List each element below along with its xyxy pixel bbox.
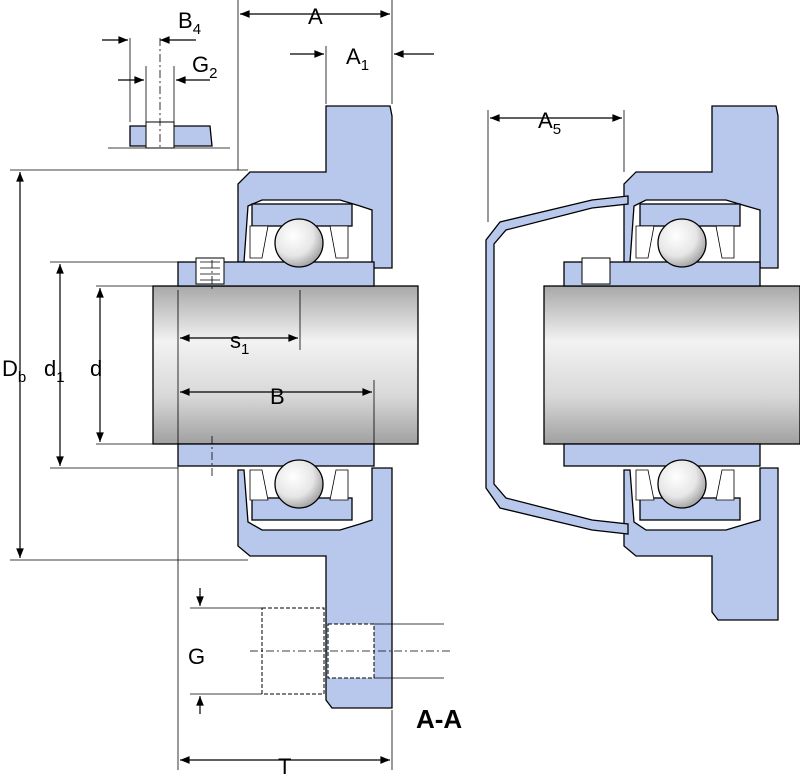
- label-d: d: [90, 356, 102, 381]
- label-g2: G2: [192, 52, 217, 82]
- end-cover: [485, 195, 629, 535]
- label-t: T: [278, 754, 291, 779]
- housing-upper-left: [237, 105, 393, 269]
- label-a5: A5: [538, 108, 561, 138]
- ball-lower-right: [657, 459, 707, 509]
- label-b4: B4: [178, 8, 201, 38]
- flange-bolt: [250, 607, 450, 695]
- set-screw-right: [581, 257, 611, 285]
- inner-ring-lower-left: [177, 443, 375, 467]
- label-g: G: [188, 644, 205, 669]
- label-b: B: [270, 384, 285, 409]
- label-db: Db: [2, 356, 26, 386]
- section-title: A-A: [416, 704, 462, 734]
- ball-lower-left: [274, 459, 324, 509]
- ball-upper-right: [657, 218, 707, 268]
- label-a: A: [308, 4, 323, 29]
- extension-lines-right: [487, 110, 625, 222]
- label-d1: d1: [44, 356, 65, 386]
- seals-right: [635, 225, 735, 501]
- inner-ring-lower-right: [563, 443, 761, 467]
- label-a1: A1: [346, 44, 369, 74]
- shaft-left: [152, 285, 419, 445]
- housing-upper-right: [623, 105, 779, 269]
- shaft-right: [543, 285, 800, 445]
- ball-upper-left: [274, 218, 324, 268]
- seals-left: [249, 225, 349, 501]
- centrelines-left: [159, 38, 213, 476]
- label-s1: s1: [230, 328, 249, 358]
- set-screw-thread-left: [200, 261, 220, 281]
- left-section-view: [10, 0, 450, 770]
- dimension-lines-left: [16, 10, 434, 764]
- housing-lower-right: [623, 467, 779, 621]
- detail-inset: [108, 121, 230, 149]
- right-view-with-cover: [485, 105, 800, 621]
